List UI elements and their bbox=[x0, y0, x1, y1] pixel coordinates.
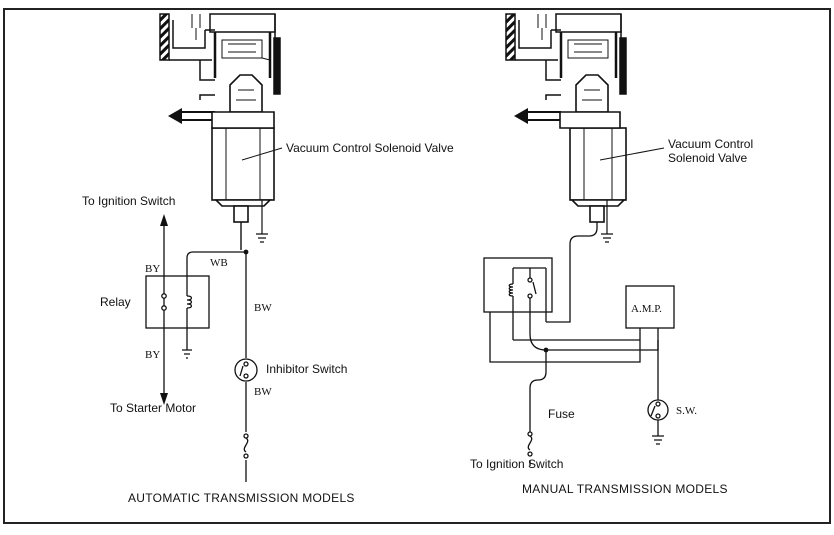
manual-transmission-diagram: Vacuum Control Solenoid Valve bbox=[470, 13, 753, 496]
fuse-left bbox=[243, 433, 249, 459]
to-starter-label: To Starter Motor bbox=[110, 401, 196, 415]
wire-wb-label: WB bbox=[210, 257, 228, 269]
manual-wiring bbox=[483, 222, 675, 466]
wb-wire bbox=[186, 251, 246, 259]
amp-label: A.M.P. bbox=[631, 303, 662, 315]
relay bbox=[145, 258, 210, 359]
down-arrow-icon bbox=[160, 393, 168, 405]
sw-label: S.W. bbox=[676, 405, 697, 417]
valve-leader-line bbox=[241, 147, 283, 161]
diagram-frame bbox=[3, 8, 831, 524]
up-arrow-icon bbox=[160, 214, 168, 226]
automatic-transmission-diagram: Vacuum Control Solenoid Valve To Ignitio… bbox=[82, 13, 454, 505]
vacuum-flow-arrow-icon bbox=[168, 108, 182, 124]
inhibitor-label: Inhibitor Switch bbox=[266, 362, 347, 376]
wire-by-bottom-label: BY bbox=[145, 349, 160, 361]
fuse-label: Fuse bbox=[548, 407, 575, 421]
wire-bw-top-label: BW bbox=[254, 302, 272, 314]
solenoid-valve-right bbox=[559, 74, 627, 243]
carburetor-assembly bbox=[159, 13, 281, 100]
valve-label-line2: Solenoid Valve bbox=[668, 151, 747, 165]
to-ignition-label: To Ignition Switch bbox=[82, 194, 175, 208]
valve-label: Vacuum Control Solenoid Valve bbox=[286, 141, 454, 155]
to-ignition-label-right: To Ignition Switch bbox=[470, 457, 563, 471]
valve-leader-line-right bbox=[599, 147, 665, 161]
junction-dot bbox=[543, 347, 549, 353]
inhibitor-switch bbox=[234, 358, 258, 382]
solenoid-valve bbox=[211, 74, 275, 250]
carburetor-assembly-right bbox=[505, 13, 627, 100]
wire-by-top-label: BY bbox=[145, 263, 160, 275]
automatic-caption: AUTOMATIC TRANSMISSION MODELS bbox=[128, 491, 355, 505]
wire-bw-bottom-label: BW bbox=[254, 386, 272, 398]
vacuum-flow-arrow-icon-right bbox=[514, 108, 528, 124]
relay-label: Relay bbox=[100, 295, 131, 309]
valve-label-line1: Vacuum Control bbox=[668, 137, 753, 151]
manual-caption: MANUAL TRANSMISSION MODELS bbox=[522, 482, 728, 496]
